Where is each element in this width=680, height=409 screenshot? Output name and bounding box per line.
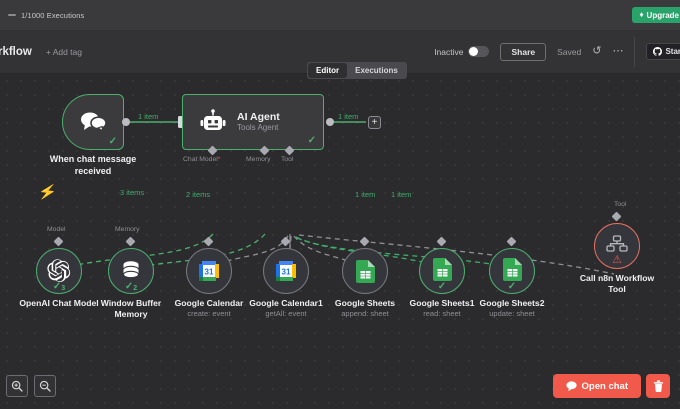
ellipsis-icon[interactable]: ⋯ — [612, 45, 624, 57]
delete-chat-session-button[interactable] — [646, 374, 670, 398]
zoom-in-button[interactable] — [6, 375, 28, 397]
zoom-out-icon — [39, 380, 51, 392]
trigger-status-check: ✓ — [108, 136, 117, 147]
agent-subtitle: Tools Agent — [237, 123, 279, 133]
openai-status-check: ✓3 — [52, 281, 66, 293]
chat-bubble-icon — [565, 381, 577, 391]
banner-left-group: 1/1000 Executions — [0, 11, 84, 20]
n8n-tool-node-circle: ⚠ — [594, 223, 640, 269]
executions-quota-text: 1/1000 Executions — [21, 10, 85, 20]
workflow-canvas[interactable]: ⚡ ✓ When chat message received — [0, 74, 680, 409]
memory-node-circle: ✓2 — [108, 248, 154, 294]
n8n-tool-node-label: Call n8n Workflow Tool — [579, 273, 655, 294]
node-google-calendar[interactable]: 31 Google Calendar create: event — [175, 248, 243, 318]
hamburger-icon[interactable] — [8, 14, 16, 16]
add-node-after-agent-button[interactable]: + — [368, 116, 381, 129]
gsheets1-node-label: Google Sheets1 read: sheet — [409, 298, 475, 318]
svg-text:31: 31 — [282, 268, 291, 277]
node-google-sheets2[interactable]: ✓ Google Sheets2 update: sheet — [480, 248, 544, 318]
open-chat-button[interactable]: Open chat — [552, 374, 641, 398]
memory-node-label: Window Buffer Memory — [100, 298, 162, 319]
gsheets-node-circle — [342, 248, 388, 294]
google-sheets-icon — [355, 259, 375, 283]
trash-icon — [653, 380, 663, 392]
saved-status: Saved — [557, 46, 582, 57]
node-window-buffer-memory[interactable]: ✓2 Window Buffer Memory — [101, 248, 161, 319]
share-button[interactable]: Share — [500, 42, 547, 61]
inactive-label: Inactive — [434, 46, 464, 57]
svg-text:31: 31 — [205, 268, 214, 277]
node-google-calendar1[interactable]: 31 Google Calendar1 getAll: event — [249, 248, 323, 318]
openai-node-label: OpenAI Chat Model — [19, 298, 99, 308]
tab-executions[interactable]: Executions — [355, 66, 398, 75]
chat-controls: Open chat — [552, 374, 670, 398]
open-chat-label: Open chat — [581, 380, 628, 392]
openai-node-circle: ✓3 — [36, 248, 82, 294]
agent-input-port[interactable] — [178, 116, 183, 128]
trigger-output-port[interactable] — [122, 118, 130, 126]
database-icon — [122, 261, 140, 279]
editor-tabs: Editor Executions — [307, 62, 407, 79]
zoom-out-button[interactable] — [34, 375, 56, 397]
agent-text-block: AI Agent Tools Agent — [237, 111, 280, 134]
google-sheets-icon — [432, 257, 452, 281]
zoom-in-icon — [11, 380, 23, 392]
node-google-sheets1[interactable]: ✓ Google Sheets1 read: sheet — [410, 248, 474, 318]
robot-icon — [200, 109, 226, 130]
add-tag-button[interactable]: + Add tag — [45, 46, 83, 57]
node-openai-chat-model[interactable]: ✓3 OpenAI Chat Model — [19, 248, 99, 308]
github-star-label: Star — [665, 47, 680, 56]
github-star-button[interactable]: Star — [646, 43, 680, 60]
trigger-node-label: When chat message received — [49, 154, 137, 176]
header-actions: Inactive Share Saved ↺ ⋯ Star — [434, 36, 680, 67]
google-calendar-icon: 31 — [276, 261, 296, 281]
node-ai-agent[interactable]: AI Agent Tools Agent ✓ — [182, 94, 324, 150]
agent-output-port[interactable] — [326, 118, 334, 126]
tab-editor[interactable]: Editor — [308, 63, 348, 78]
activate-toggle[interactable] — [468, 46, 490, 57]
zoom-controls — [6, 375, 56, 397]
gsheets2-node-label: Google Sheets2 update: sheet — [479, 298, 545, 318]
openai-icon — [47, 259, 71, 283]
node-google-sheets[interactable]: Google Sheets append: sheet — [335, 248, 395, 318]
gsheets2-node-circle: ✓ — [489, 248, 535, 294]
lightning-bolt-icon: ⚡ — [36, 182, 58, 203]
chat-bubbles-icon — [81, 112, 107, 133]
top-banner: 1/1000 Executions ♦ Upgrade — [0, 0, 680, 30]
toggle-knob — [469, 47, 479, 56]
warning-triangle-icon: ⚠ — [612, 254, 622, 266]
gsheets-node-label: Google Sheets append: sheet — [334, 298, 396, 318]
github-icon — [653, 47, 663, 56]
gcal1-node-label: Google Calendar1 getAll: event — [249, 298, 323, 318]
agent-status-check: ✓ — [307, 135, 316, 146]
header-divider — [634, 36, 636, 67]
workflow-title[interactable]: workflow — [0, 45, 32, 58]
google-calendar-icon: 31 — [199, 261, 219, 281]
gcal-node-circle: 31 — [186, 248, 232, 294]
gem-icon: ♦ — [639, 10, 644, 19]
node-when-chat-message-received[interactable]: ✓ — [62, 94, 124, 150]
gsheets1-status-check: ✓ — [437, 281, 447, 292]
activation-toggle-group[interactable]: Inactive — [434, 46, 490, 57]
gcal1-node-circle: 31 — [263, 248, 309, 294]
google-sheets-icon — [502, 257, 522, 281]
workflow-hierarchy-icon — [606, 234, 628, 252]
gsheets2-status-check: ✓ — [507, 281, 517, 292]
agent-title: AI Agent — [237, 110, 280, 123]
upgrade-label: Upgrade — [646, 10, 679, 20]
upgrade-button[interactable]: ♦ Upgrade — [632, 7, 680, 23]
history-clock-icon[interactable]: ↺ — [592, 45, 602, 57]
gsheets1-node-circle: ✓ — [419, 248, 465, 294]
node-call-n8n-workflow-tool[interactable]: ⚠ Call n8n Workflow Tool — [580, 223, 654, 294]
memory-status-check: ✓2 — [124, 281, 138, 293]
gcal-node-label: Google Calendar create: event — [174, 298, 244, 318]
